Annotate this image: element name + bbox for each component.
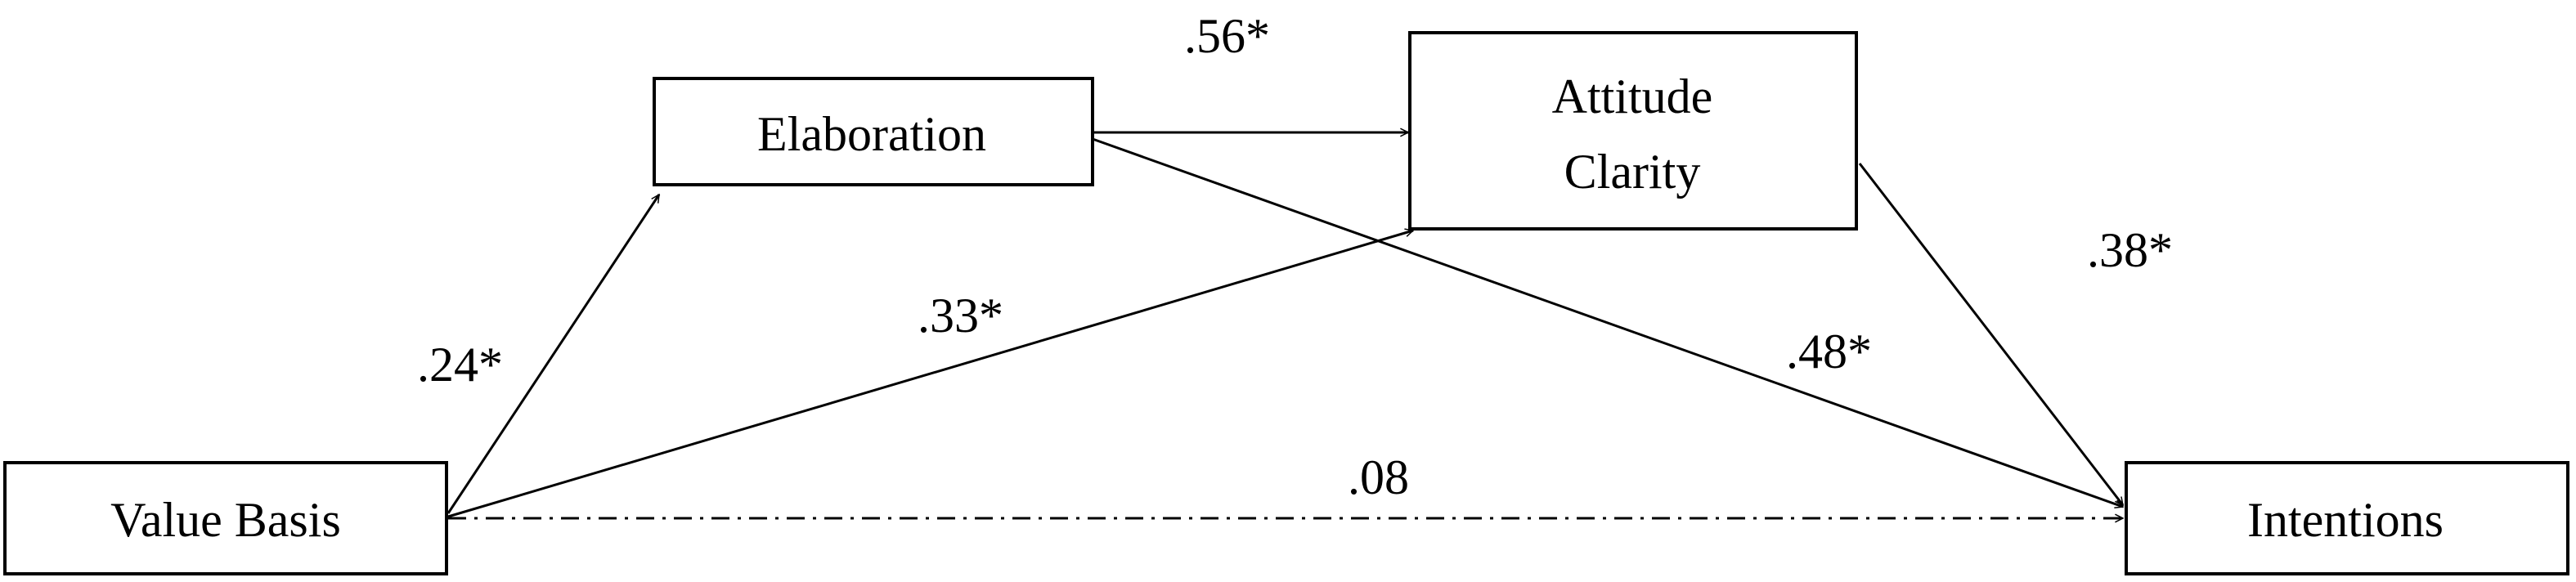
arrow-clarity-to-intentions	[1858, 163, 2125, 505]
arrow-elaboration-to-intentions	[1092, 137, 2123, 507]
arrow-value-to-clarity	[447, 231, 1413, 518]
coef-clarity-to-intentions: .38*	[2087, 223, 2173, 277]
node-value-basis: Value Basis	[3, 461, 448, 575]
coef-value-to-clarity: .33*	[918, 289, 1003, 342]
coef-value-to-intentions: .08	[1348, 450, 1409, 504]
node-attitude-clarity-label-line1: Attitude	[1552, 69, 1713, 123]
node-elaboration: Elaboration	[653, 77, 1094, 186]
node-intentions: Intentions	[2125, 461, 2569, 575]
coef-elaboration-to-clarity: .56*	[1184, 9, 1270, 63]
node-elaboration-label: Elaboration	[757, 107, 986, 161]
coef-elaboration-to-intentions: .48*	[1786, 325, 1872, 378]
node-intentions-label: Intentions	[2247, 493, 2444, 547]
node-attitude-clarity-label-line2: Clarity	[1564, 145, 1701, 199]
arrow-value-to-elaboration	[447, 195, 661, 514]
node-attitude-clarity: Attitude Clarity	[1408, 31, 1858, 231]
coef-value-to-elaboration: .24*	[417, 338, 503, 392]
node-value-basis-label: Value Basis	[110, 493, 341, 547]
